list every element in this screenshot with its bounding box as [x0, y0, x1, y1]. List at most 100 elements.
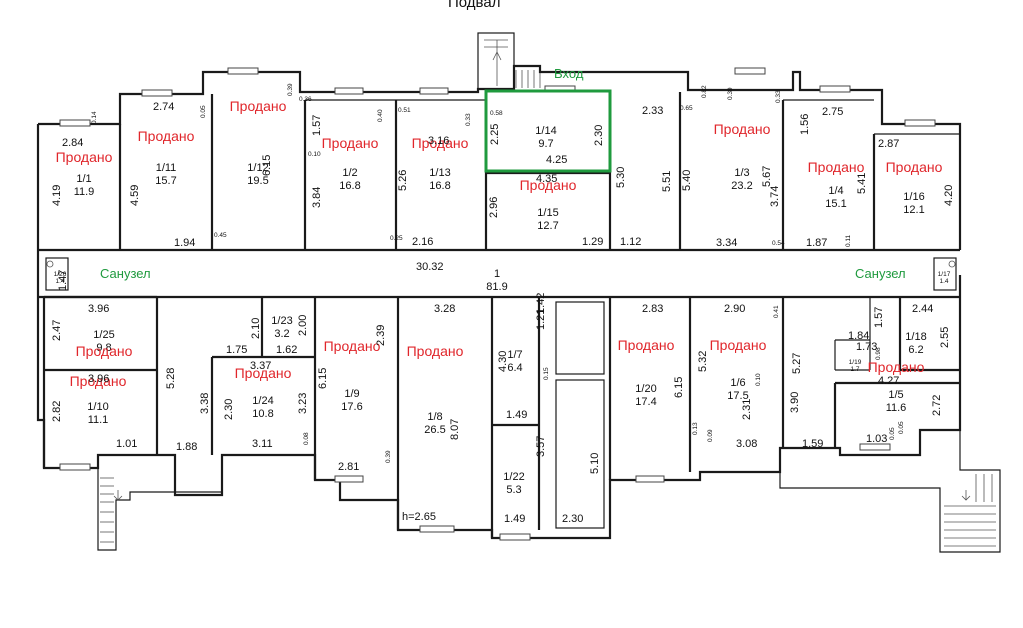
- room-area-label: 11.6: [886, 402, 907, 414]
- room-id-label: 1/6: [730, 377, 745, 389]
- dimension-label: 1.75: [226, 344, 247, 356]
- dimension-label: 4.59: [129, 185, 141, 206]
- sold-label: Продано: [56, 149, 113, 165]
- dimension-label: 2.81: [338, 461, 359, 473]
- room-area-label: 17.4: [635, 396, 656, 408]
- room-id-label: 1/11: [156, 162, 177, 174]
- room-area-label: 23.2: [731, 180, 752, 192]
- dimension-label: 1.49: [504, 513, 525, 525]
- dimension-label: 1.84: [848, 330, 869, 342]
- dimension-label: 3.16: [428, 135, 449, 147]
- dimension-label: 5.30: [615, 167, 627, 188]
- room-id-label: 1/2: [342, 167, 357, 179]
- room-id-label: 1/10: [87, 401, 108, 413]
- room-area-label: 17.6: [341, 401, 362, 413]
- room-area-label: 19.5: [247, 175, 268, 187]
- dimension-label: 2.75: [822, 106, 843, 118]
- sold-label: Продано: [714, 121, 771, 137]
- bottom-partitions: [42, 295, 960, 538]
- bottom-right-stair: [779, 430, 1001, 553]
- dimension-label: 1.47: [57, 270, 69, 291]
- sold-label: Продано: [324, 338, 381, 354]
- dimension-label: 0.41: [773, 305, 780, 318]
- bottom-left-stair: [97, 468, 222, 551]
- dimension-label: 2.30: [223, 399, 235, 420]
- room-area-label: 6.4: [507, 362, 522, 374]
- dimension-label: 0.36: [299, 96, 312, 103]
- sold-label: Продано: [138, 128, 195, 144]
- dimension-label: 1.73: [856, 341, 877, 353]
- dimension-label: 1.21: [535, 309, 547, 330]
- dimension-label: 0.58: [490, 110, 503, 117]
- ceiling-height-label: h=2.65: [402, 511, 436, 523]
- dimension-label: 3.96: [88, 373, 109, 385]
- room-area-label: 9.8: [96, 342, 111, 354]
- dimension-label: 2.30: [593, 125, 605, 146]
- room-labels: 1/111.9Продано1/1115.7Продано1/1219.5Про…: [54, 98, 951, 496]
- room-id-label: 1/24: [252, 395, 273, 407]
- room-id-label: 1/12: [247, 162, 268, 174]
- dimension-label: 2.44: [912, 303, 933, 315]
- dimension-label: 0.33: [465, 113, 472, 126]
- dimension-labels: 2.844.192.744.591.946.150.101.573.845.26…: [51, 83, 955, 525]
- dimension-label: 1.42: [535, 293, 547, 314]
- room-area-label: 12.1: [903, 204, 924, 216]
- dimension-label: 2.31: [741, 399, 753, 420]
- room-id-label: 1/7: [507, 349, 522, 361]
- sold-label: Продано: [710, 337, 767, 353]
- sold-label: Продано: [808, 159, 865, 175]
- room-id-label: 1/15: [537, 207, 558, 219]
- room-id-label: 1/13: [429, 167, 450, 179]
- dimension-label: 2.72: [931, 395, 943, 416]
- room-area-label: 26.5: [424, 424, 445, 436]
- dimension-label: 1.59: [802, 438, 823, 450]
- room-area-label: 15.7: [155, 175, 176, 187]
- sold-label: Продано: [322, 135, 379, 151]
- dimension-label: 5.41: [856, 173, 868, 194]
- dimension-label: 0.33: [775, 90, 782, 103]
- dimension-label: 2.25: [489, 124, 501, 145]
- dimension-label: 0.10: [755, 373, 762, 386]
- dimension-label: 0.39: [287, 83, 294, 96]
- dimension-label: 0.51: [398, 107, 411, 114]
- room-area-label: 1.4: [55, 278, 64, 285]
- dimension-label: 4.25: [546, 154, 567, 166]
- sold-label: Продано: [407, 343, 464, 359]
- dimension-label: 0.15: [543, 367, 550, 380]
- dimension-label: 0.40: [377, 109, 384, 122]
- room-id-label: 1/22: [503, 471, 524, 483]
- room-area-label: 1.4: [939, 278, 948, 285]
- sold-label: Продано: [618, 337, 675, 353]
- dimension-label: 2.82: [51, 401, 63, 422]
- dimension-label: 3.23: [297, 393, 309, 414]
- room-id-label: 1/20: [635, 383, 656, 395]
- dimension-label: 3.34: [716, 237, 737, 249]
- dimension-label: 2.33: [642, 105, 663, 117]
- dimension-label: 0.39: [385, 450, 392, 463]
- dimension-label: 1.88: [176, 441, 197, 453]
- dimension-label: 5.28: [165, 368, 177, 389]
- dimension-label: 0.54: [772, 240, 785, 247]
- dimension-label: 3.11: [252, 438, 273, 450]
- room-id-label: 1/26: [54, 271, 67, 278]
- sold-label: Продано: [235, 365, 292, 381]
- highlighted-unit-frame: [484, 89, 612, 173]
- dimension-label: 4.27: [878, 375, 899, 387]
- sold-label: Продано: [886, 159, 943, 175]
- dimension-label: 6.15: [261, 155, 273, 176]
- room-id-label: 1/19: [849, 359, 862, 366]
- dimension-label: 1.12: [620, 236, 641, 248]
- dimension-label: 6.15: [317, 368, 329, 389]
- dimension-label: 0.10: [308, 151, 321, 158]
- room-area-label: 10.8: [252, 408, 273, 420]
- dimension-label: 2.74: [153, 101, 174, 113]
- dimension-label: 1.57: [873, 307, 885, 328]
- dimension-label: 0.45: [214, 232, 227, 239]
- dimension-label: 2.39: [375, 325, 387, 346]
- room-area-label: 12.7: [537, 220, 558, 232]
- dimension-label: 0.09: [707, 429, 714, 442]
- room-id-label: 1/8: [427, 411, 442, 423]
- dimension-label: 2.47: [51, 320, 63, 341]
- room-area-label: 11.1: [88, 414, 109, 426]
- dimension-label: 0.14: [91, 111, 98, 124]
